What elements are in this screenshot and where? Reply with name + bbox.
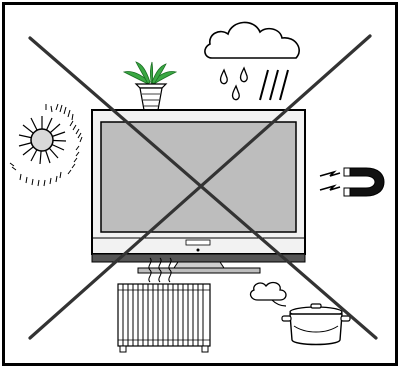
power-led-icon	[197, 249, 200, 252]
tv-brand-badge	[186, 240, 210, 245]
